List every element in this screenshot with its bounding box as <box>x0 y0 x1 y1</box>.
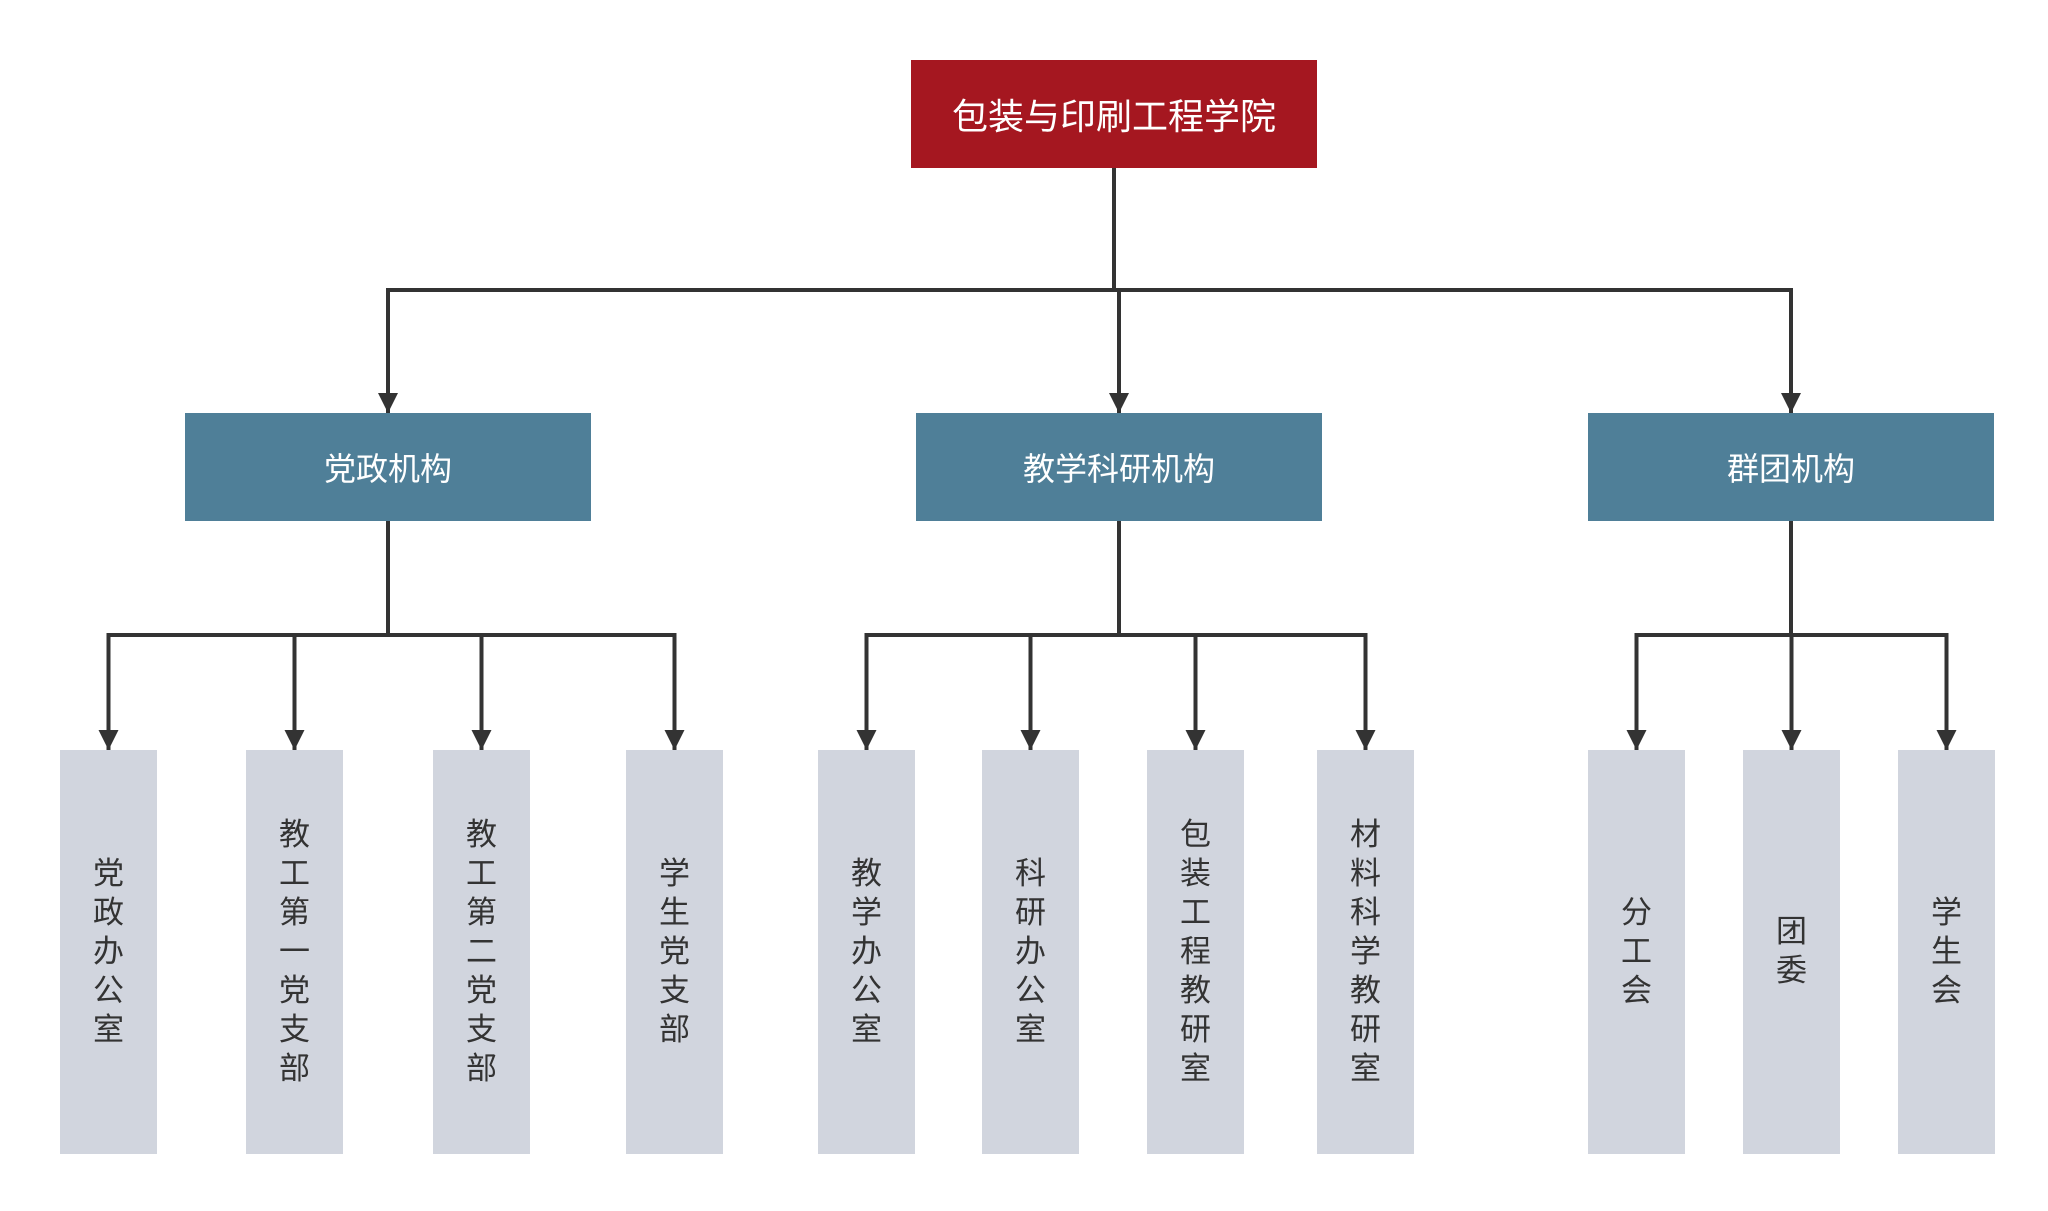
leaf-label-char: 学 <box>659 855 690 892</box>
leaf-label-char: 程 <box>1180 933 1211 970</box>
leaf-label-char: 材 <box>1350 816 1381 853</box>
leaf-label-char: 学 <box>1350 933 1381 970</box>
leaf-node-label: 科研办公室 <box>1015 855 1046 1050</box>
leaf-label-char: 教 <box>279 816 310 853</box>
leaf-node-teaching-office: 教学办公室 <box>818 750 915 1154</box>
leaf-node-label: 党政办公室 <box>93 855 124 1050</box>
leaf-label-char: 室 <box>1015 1011 1046 1048</box>
leaf-label-char: 科 <box>1015 855 1046 892</box>
leaf-label-char: 工 <box>279 855 310 892</box>
leaf-node-student-union: 学生会 <box>1898 750 1995 1154</box>
leaf-node-trade-union: 分工会 <box>1588 750 1685 1154</box>
leaf-node-student-branch: 学生党支部 <box>626 750 723 1154</box>
leaf-label-char: 料 <box>1350 855 1381 892</box>
leaf-node-staff-branch-1: 教工第一党支部 <box>246 750 343 1154</box>
leaf-node-youth-league: 团委 <box>1743 750 1840 1154</box>
leaf-node-label: 学生党支部 <box>659 855 690 1050</box>
leaf-label-char: 教 <box>1350 972 1381 1009</box>
leaf-label-char: 学 <box>1931 894 1962 931</box>
leaf-label-char: 室 <box>851 1011 882 1048</box>
leaf-label-char: 科 <box>1350 894 1381 931</box>
leaf-label-char: 政 <box>93 894 124 931</box>
group-node-label: 群团机构 <box>1726 450 1855 488</box>
leaf-label-char: 公 <box>93 972 124 1009</box>
leaf-label-char: 教 <box>466 816 497 853</box>
group-node-teaching-research: 教学科研机构 <box>916 413 1322 521</box>
root-node-label: 包装与印刷工程学院 <box>951 97 1276 138</box>
leaf-label-char: 教 <box>851 855 882 892</box>
leaf-label-char: 办 <box>851 933 882 970</box>
leaf-node-label: 分工会 <box>1621 894 1652 1011</box>
leaf-node-label: 材料科学教研室 <box>1350 816 1381 1089</box>
leaf-label-char: 教 <box>1180 972 1211 1009</box>
leaf-node-party-admin-office: 党政办公室 <box>60 750 157 1154</box>
leaf-label-char: 室 <box>1180 1050 1211 1087</box>
leaf-label-char: 室 <box>1350 1050 1381 1087</box>
leaf-label-char: 办 <box>93 933 124 970</box>
leaf-label-char: 包 <box>1180 816 1211 853</box>
leaf-label-char: 支 <box>659 972 690 1009</box>
leaf-label-char: 部 <box>279 1050 310 1087</box>
leaf-label-char: 部 <box>466 1050 497 1087</box>
leaf-node-packaging-teaching-section: 包装工程教研室 <box>1147 750 1244 1154</box>
leaf-label-char: 公 <box>851 972 882 1009</box>
leaf-label-char: 会 <box>1621 972 1652 1009</box>
leaf-label-char: 研 <box>1015 894 1046 931</box>
leaf-node-label: 学生会 <box>1931 894 1962 1011</box>
leaf-label-char: 党 <box>659 933 690 970</box>
leaf-label-char: 学 <box>851 894 882 931</box>
leaf-label-char: 生 <box>1931 933 1962 970</box>
leaf-label-char: 党 <box>466 972 497 1009</box>
group-node-party-admin: 党政机构 <box>185 413 591 521</box>
leaf-label-char: 分 <box>1621 894 1652 931</box>
leaf-label-char: 团 <box>1776 914 1807 950</box>
leaf-node-label: 教工第一党支部 <box>279 816 310 1089</box>
leaf-label-char: 办 <box>1015 933 1046 970</box>
leaf-node-label: 教工第二党支部 <box>466 816 497 1089</box>
leaf-node-label: 教学办公室 <box>851 855 882 1050</box>
leaf-label-char: 一 <box>279 933 310 970</box>
leaf-label-char: 部 <box>659 1011 690 1048</box>
leaf-label-char: 支 <box>279 1011 310 1048</box>
leaf-label-char: 工 <box>1621 933 1652 970</box>
leaf-label-char: 第 <box>466 894 497 931</box>
leaf-label-char: 研 <box>1180 1011 1211 1048</box>
leaf-label-char: 第 <box>279 894 310 931</box>
group-node-label: 教学科研机构 <box>1022 450 1215 488</box>
leaf-label-char: 工 <box>466 855 497 892</box>
group-node-label: 党政机构 <box>323 450 452 488</box>
leaf-node-staff-branch-2: 教工第二党支部 <box>433 750 530 1154</box>
leaf-label-char: 党 <box>93 855 124 892</box>
leaf-label-char: 公 <box>1015 972 1046 1009</box>
leaf-node-research-office: 科研办公室 <box>982 750 1079 1154</box>
leaf-label-char: 室 <box>93 1011 124 1048</box>
leaf-label-char: 二 <box>466 933 497 970</box>
leaf-label-char: 研 <box>1350 1011 1381 1048</box>
leaf-label-char: 委 <box>1776 953 1807 989</box>
group-node-mass-organizations: 群团机构 <box>1588 413 1994 521</box>
leaf-label-char: 生 <box>659 894 690 931</box>
leaf-label-char: 党 <box>279 972 310 1009</box>
leaf-label-char: 支 <box>466 1011 497 1048</box>
leaf-label-char: 会 <box>1931 972 1962 1009</box>
leaf-node-label: 团委 <box>1776 913 1807 991</box>
leaf-node-label: 包装工程教研室 <box>1180 816 1211 1089</box>
leaf-label-char: 工 <box>1180 894 1211 931</box>
leaf-label-char: 装 <box>1180 855 1211 892</box>
leaf-node-materials-teaching-section: 材料科学教研室 <box>1317 750 1414 1154</box>
root-node-college: 包装与印刷工程学院 <box>911 60 1317 168</box>
